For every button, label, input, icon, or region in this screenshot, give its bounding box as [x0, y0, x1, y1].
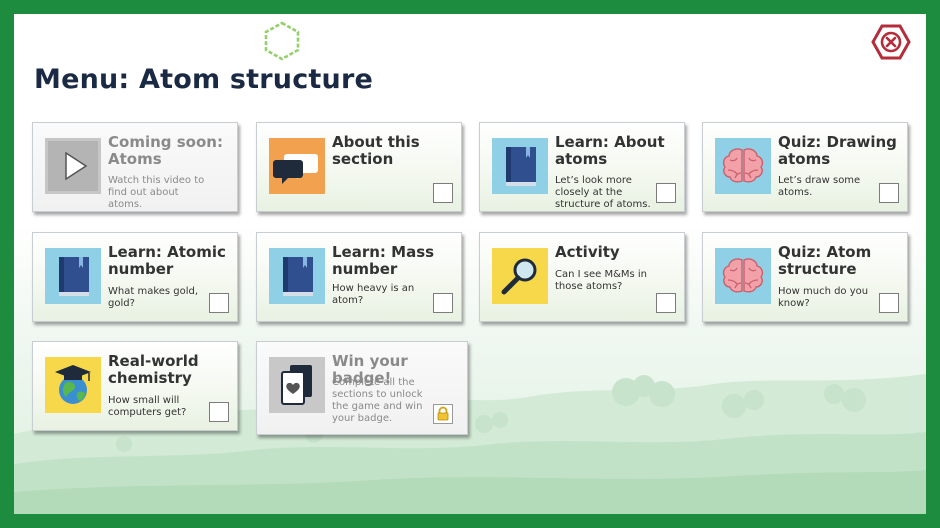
speech-bubbles-icon [269, 138, 325, 194]
card-title: Learn: About atoms [555, 133, 665, 168]
badge-cards-icon [269, 357, 325, 413]
completion-checkbox[interactable] [209, 293, 229, 313]
hexagon-logo-icon [264, 21, 300, 61]
locked-indicator [433, 404, 453, 424]
card-title: Activity [555, 243, 620, 261]
completion-checkbox[interactable] [656, 183, 676, 203]
menu-card-about-section[interactable]: About this section [256, 122, 462, 212]
book-icon [269, 248, 325, 304]
card-title: Quiz: Drawing atoms [778, 133, 897, 168]
card-description: Watch this video to find out about atoms… [108, 175, 205, 210]
book-icon [492, 138, 548, 194]
menu-card-coming-soon-atoms[interactable]: Coming soon: Atoms Watch this video to f… [32, 122, 238, 212]
brain-icon [715, 138, 771, 194]
menu-panel: Menu: Atom structure Coming soon: Atoms … [14, 14, 926, 514]
globe-graduate-icon [45, 357, 101, 413]
card-description: How heavy is an atom? [332, 283, 415, 306]
menu-card-win-badge[interactable]: Win your badge! Complete all the section… [256, 341, 468, 435]
landscape-background [14, 374, 926, 514]
card-description: Let’s draw some atoms. [778, 175, 861, 198]
close-button[interactable] [871, 24, 911, 60]
completion-checkbox[interactable] [433, 183, 453, 203]
card-description: Complete all the sections to unlock the … [332, 377, 423, 424]
page-title: Menu: Atom structure [34, 64, 373, 95]
card-description: How small will computers get? [108, 395, 187, 418]
card-description: Let’s look more closely at the structure… [555, 175, 651, 210]
card-title: Learn: Atomic number [108, 243, 226, 278]
lock-icon [437, 406, 449, 421]
menu-card-quiz-atom-structure[interactable]: Quiz: Atom structure How much do you kno… [702, 232, 908, 322]
card-title: Learn: Mass number [332, 243, 435, 278]
menu-card-real-world-chemistry[interactable]: Real-world chemistry How small will comp… [32, 341, 238, 431]
card-description: Can I see M&Ms in those atoms? [555, 269, 648, 292]
completion-checkbox[interactable] [656, 293, 676, 313]
play-icon [45, 138, 101, 194]
card-description: How much do you know? [778, 286, 869, 309]
magnifier-icon [492, 248, 548, 304]
card-title: Quiz: Atom structure [778, 243, 872, 278]
brain-icon [715, 248, 771, 304]
completion-checkbox[interactable] [433, 293, 453, 313]
card-title: Win your badge! [332, 352, 408, 387]
completion-checkbox[interactable] [879, 293, 899, 313]
menu-card-quiz-drawing-atoms[interactable]: Quiz: Drawing atoms Let’s draw some atom… [702, 122, 908, 212]
completion-checkbox[interactable] [879, 183, 899, 203]
card-title: About this section [332, 133, 420, 168]
book-icon [45, 248, 101, 304]
menu-card-learn-atomic-number[interactable]: Learn: Atomic number What makes gold, go… [32, 232, 238, 322]
completion-checkbox[interactable] [209, 402, 229, 422]
menu-card-activity[interactable]: Activity Can I see M&Ms in those atoms? [479, 232, 685, 322]
menu-card-learn-mass-number[interactable]: Learn: Mass number How heavy is an atom? [256, 232, 462, 322]
menu-card-learn-about-atoms[interactable]: Learn: About atoms Let’s look more close… [479, 122, 685, 212]
card-title: Real-world chemistry [108, 352, 199, 387]
card-description: What makes gold, gold? [108, 286, 199, 309]
card-title: Coming soon: Atoms [108, 133, 223, 168]
